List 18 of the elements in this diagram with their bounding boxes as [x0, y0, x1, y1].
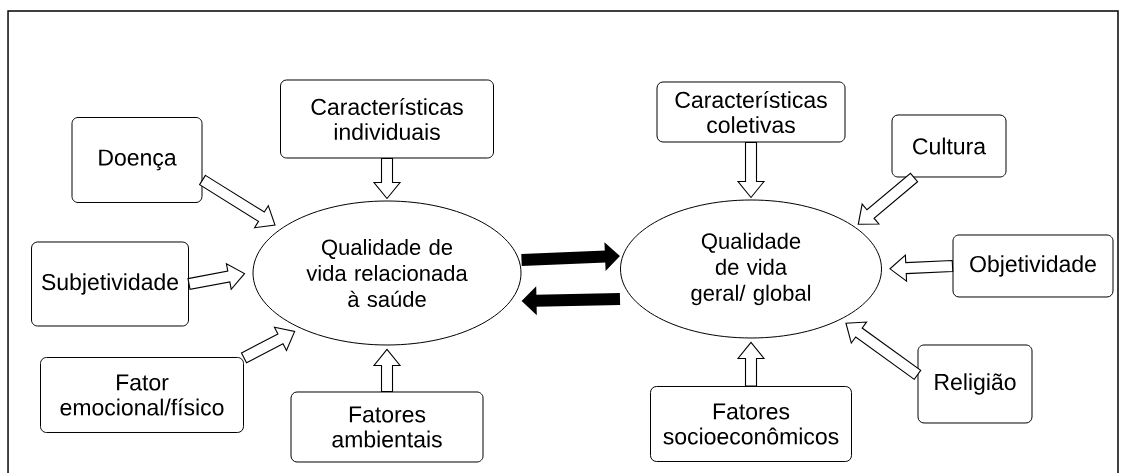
hollow-arrow: [187, 262, 246, 291]
factor-box: Objetividade: [952, 234, 1114, 298]
hollow-arrow: [372, 157, 402, 200]
hollow-arrow: [857, 172, 919, 225]
factor-box: Características individuais: [280, 79, 494, 159]
hollow-arrow: [889, 253, 954, 283]
factor-box: Religião: [917, 344, 1033, 424]
factor-box: Fator emocional/físico: [40, 357, 244, 433]
hollow-arrow: [372, 348, 402, 393]
factor-box: Características coletivas: [656, 81, 846, 143]
hollow-arrow: [240, 326, 296, 364]
factor-box: Subjetividade: [31, 241, 189, 327]
factor-box: Fatores ambientais: [290, 391, 484, 463]
factor-box: Cultura: [891, 114, 1007, 178]
hollow-arrow: [736, 341, 766, 387]
factor-box: Fatores socioeconômicos: [650, 386, 852, 462]
hollow-arrow: [736, 141, 766, 199]
factor-box: Doença: [71, 117, 203, 203]
